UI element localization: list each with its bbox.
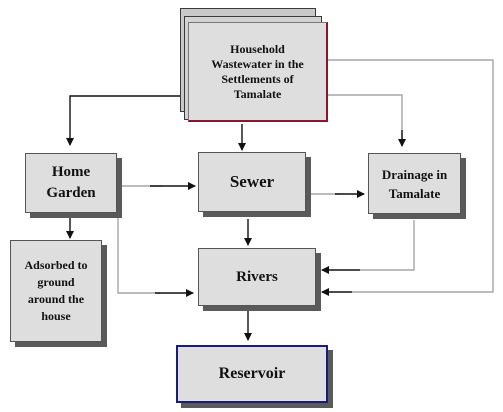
drainage-label: Drainage in Tamalate xyxy=(381,166,448,201)
reservoir-label: Reservoir xyxy=(218,365,286,382)
arrow-household-to-home-garden xyxy=(66,95,187,146)
rivers-label: Rivers xyxy=(236,268,278,285)
adsorbed-label: Adsorbed to ground around the house xyxy=(24,258,88,323)
reservoir-box: Reservoir xyxy=(176,345,328,403)
arrow-household-to-rivers xyxy=(327,59,494,293)
sewer-label: Sewer xyxy=(229,172,275,191)
arrow-household-to-drainage xyxy=(327,94,403,146)
arrow-drainage-to-rivers xyxy=(360,220,415,271)
home-garden-box: Home Garden xyxy=(25,153,117,213)
household-wastewater-label: Household Wastewater in the Settlements … xyxy=(211,41,304,101)
drainage-box: Drainage in Tamalate xyxy=(368,153,461,214)
household-wastewater-box: Household Wastewater in the Settlements … xyxy=(188,22,328,122)
sewer-box: Sewer xyxy=(198,152,306,212)
adsorbed-box: Adsorbed to ground around the house xyxy=(10,240,102,342)
home-garden-label: Home Garden xyxy=(46,164,96,201)
arrow-home-garden-to-rivers xyxy=(117,217,160,294)
rivers-box: Rivers xyxy=(198,248,316,306)
